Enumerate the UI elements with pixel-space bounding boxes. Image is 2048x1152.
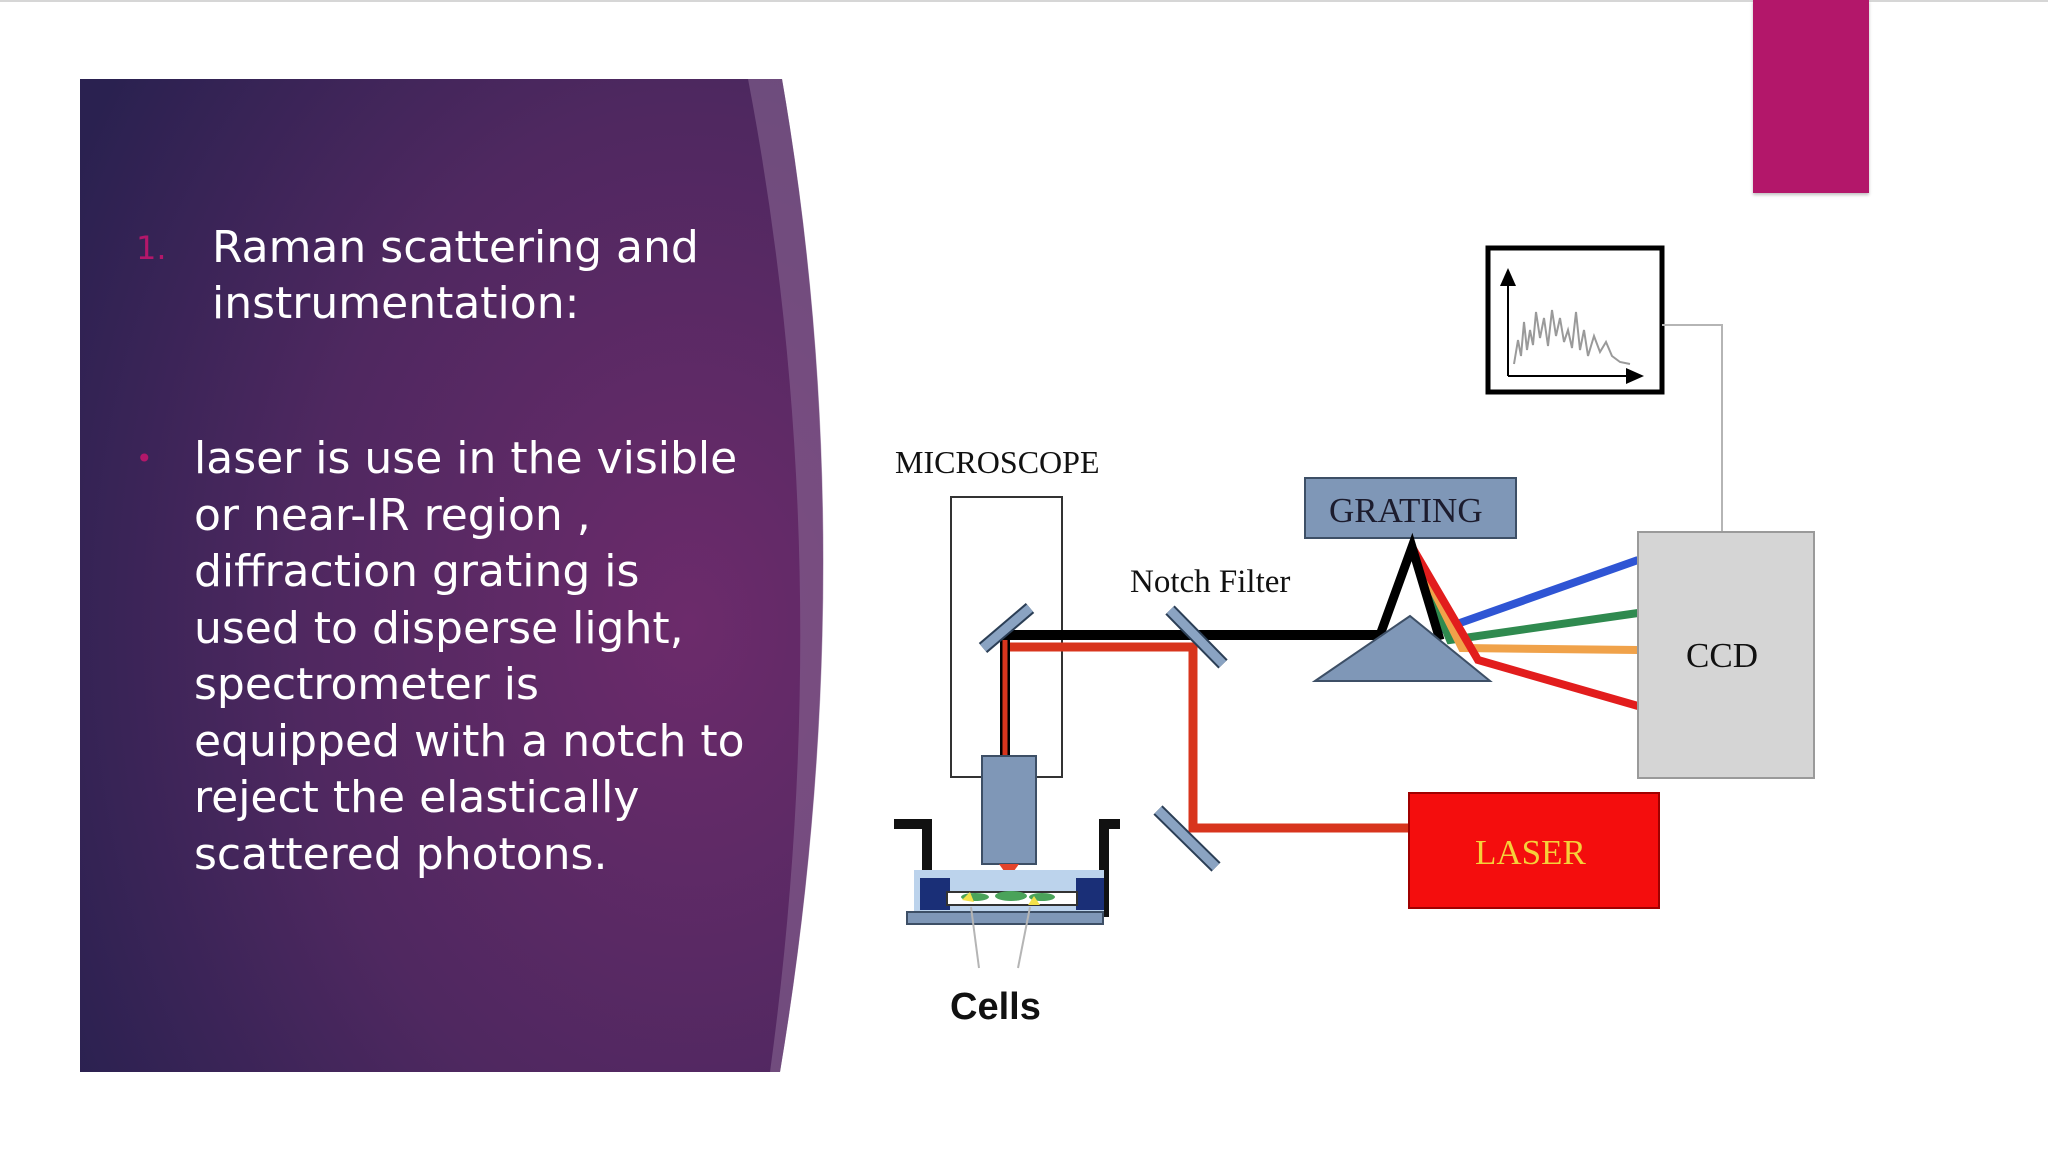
top-rule (0, 0, 2048, 2)
list-number: 1. (136, 229, 167, 267)
objective-lens (981, 755, 1037, 878)
accent-block (1753, 0, 1869, 193)
spectrum-monitor (1485, 245, 1723, 532)
laser-box (1408, 792, 1660, 909)
bullet-item-text: laser is use in the visible or near-IR r… (194, 433, 745, 880)
ccd-label: CCD (1686, 636, 1758, 675)
laser-label: LASER (1475, 833, 1587, 872)
cells-label: Cells (950, 986, 1041, 1028)
dispersed-rays (1375, 532, 1640, 710)
numbered-list-item: 1. Raman scattering and instrumentation: (136, 220, 736, 332)
ccd-box (1637, 531, 1815, 779)
x-axis-arrow-icon (1626, 368, 1644, 384)
microscope-label: MICROSCOPE (895, 444, 1100, 480)
monitor-connector-line (1662, 324, 1723, 532)
bullet-list-item: • laser is use in the visible or near-IR… (136, 431, 756, 883)
list-item-text: Raman scattering and instrumentation: (212, 222, 699, 329)
grating-label: GRATING (1329, 491, 1483, 530)
grating-box (1304, 477, 1517, 539)
panel-edge-highlight (748, 79, 824, 1072)
grating-prism (1311, 614, 1493, 682)
sample-dish (894, 819, 1120, 969)
bullet-icon: • (136, 442, 153, 475)
notch-filter-label: Notch Filter (1130, 564, 1290, 600)
spectrum-trace (1513, 309, 1631, 365)
y-axis-arrow-icon (1500, 268, 1516, 286)
panel-shape (80, 79, 824, 1072)
